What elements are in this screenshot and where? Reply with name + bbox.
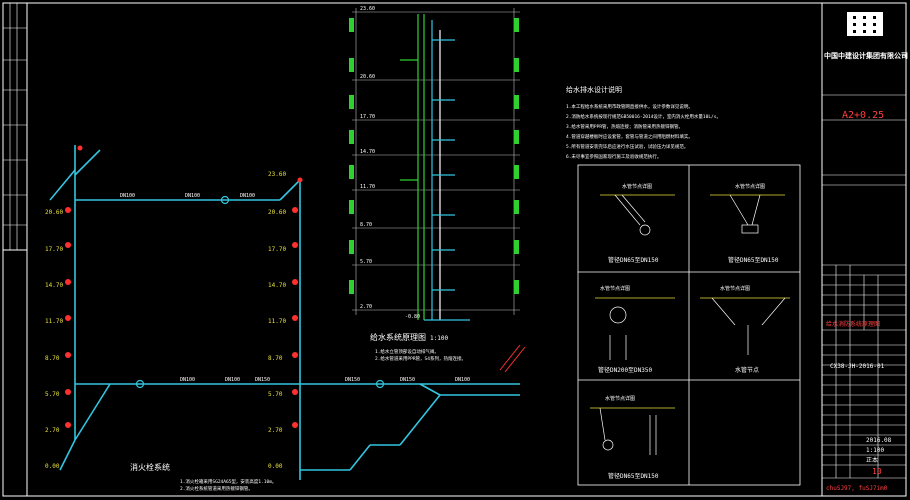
floor-grid — [352, 8, 520, 315]
note-line: 1.本工程给水系统采用市政管网直接供水，设计参数详见说明。 — [566, 103, 693, 110]
detail-sketches — [590, 194, 790, 455]
elevation-label: 8.70 — [45, 355, 60, 362]
detail-header: 水管节点详图 — [735, 183, 765, 190]
note-line: 5.所有管道安装完毕后应进行水压试验，试验压力详见规范。 — [566, 143, 688, 150]
riser-elevations: 23.60 20.60 17.70 14.70 11.70 8.70 5.70 … — [360, 6, 420, 320]
detail-title: 管径DN65至DN150 — [608, 472, 659, 480]
elevation-label: 0.00 — [268, 463, 283, 470]
elevation-label: 23.60 — [268, 171, 286, 178]
detail-title: 水管节点 — [735, 366, 759, 374]
left-strip-table — [3, 3, 27, 250]
note-line: 3.给水管采用PPR管，热熔连接；消防管采用热镀锌钢管。 — [566, 123, 683, 130]
pipe-label: DN100 — [225, 377, 240, 383]
floor-markers — [349, 18, 519, 294]
red-note: chuSJ97, fuSJ7im0 — [826, 485, 888, 492]
elevation-label: 8.70 — [360, 222, 372, 228]
water-system-title: 给水系统原理图 — [370, 332, 426, 342]
fire-hydrant-markers — [65, 145, 385, 428]
notes-title: 给水排水设计说明 — [566, 85, 622, 94]
elevation-label: 11.70 — [45, 318, 63, 325]
detail-header: 水管节点详图 — [622, 183, 652, 190]
detail-panels — [577, 164, 801, 486]
company-name: 中国中建设计集团有限公司 — [824, 51, 908, 60]
elevation-label: 20.60 — [268, 209, 286, 216]
pipe-label: DN100 — [180, 377, 195, 383]
note-line: 2.给水管道采用PPR管，S4系列，热熔连接。 — [375, 355, 466, 362]
pipe-label: DN100 — [455, 377, 470, 383]
elevation-label: 2.70 — [360, 304, 372, 310]
elevation-label: 14.70 — [268, 282, 286, 289]
detail-title: 管径DN200至DN350 — [598, 366, 653, 374]
elevation-label: 14.70 — [45, 282, 63, 289]
note-line: 1.给水立管顶部设自动排气阀。 — [375, 348, 439, 355]
detail-header: 水管节点详图 — [600, 285, 630, 292]
note-line: 6.未尽事宜参照国家现行施工及验收规范执行。 — [566, 153, 661, 160]
elevation-label: 5.70 — [268, 391, 283, 398]
elevation-label: 17.70 — [45, 246, 63, 253]
elevation-label: 0.00 — [45, 463, 60, 470]
elevation-label: 20.60 — [45, 209, 63, 216]
pipe-label: DN150 — [345, 377, 360, 383]
note-line: 4.管道穿越楼板时应设套管，套管与管道之间用阻燃材料填实。 — [566, 133, 693, 140]
elevation-label: 17.70 — [268, 246, 286, 253]
elevation-label: 11.70 — [360, 184, 375, 190]
pipe-size-labels: DN100 DN100 DN100 DN100 DN100 DN150 DN15… — [120, 193, 470, 383]
pipe-label: DN100 — [240, 193, 255, 199]
detail-title: 管径DN65至DN150 — [728, 256, 779, 264]
fire-system-pipes — [49, 145, 520, 480]
elevation-label: 5.70 — [45, 391, 60, 398]
title-block — [822, 94, 906, 479]
elevation-label: 23.60 — [360, 6, 375, 12]
pipe-label: DN150 — [400, 377, 415, 383]
pipe-label: DN100 — [120, 193, 135, 199]
detail-header: 水管节点详图 — [605, 395, 635, 402]
detail-headers: 水管节点详图 水管节点详图 水管节点详图 水管节点详图 水管节点详图 — [600, 183, 765, 402]
elevation-label: 8.70 — [268, 355, 283, 362]
note-line: 2.消防给水系统按现行规范GB50016-2014设计，室内消火栓用水量10L/… — [566, 113, 721, 120]
elevation-label: 5.70 — [360, 259, 372, 265]
design-notes: 1.本工程给水系统采用市政管网直接供水，设计参数详见说明。 2.消防给水系统按现… — [566, 103, 721, 160]
drawing-number: CX38-JH-2016-01 — [830, 363, 885, 370]
stamp-label: 正本 — [866, 456, 878, 464]
note-line: 1.消火栓箱采用SG24A65型，安装高度1.10m。 — [180, 478, 276, 485]
right-elevation-labels: 23.60 20.60 17.70 14.70 11.70 8.70 5.70 … — [268, 171, 286, 470]
drawing-scale: 1:100 — [866, 447, 884, 454]
fire-system-title: 消火栓系统 — [130, 462, 170, 472]
sheet-size: A2+0.25 — [842, 110, 884, 121]
elevation-label: 2.70 — [45, 427, 60, 434]
water-notes: 1.给水立管顶部设自动排气阀。 2.给水管道采用PPR管，S4系列，热熔连接。 — [375, 348, 466, 362]
fire-notes: 1.消火栓箱采用SG24A65型，安装高度1.10m。 2.消火栓系统管道采用热… — [180, 478, 276, 492]
detail-header: 水管节点详图 — [720, 285, 750, 292]
note-line: 2.消火栓系统管道采用热镀锌钢管。 — [180, 485, 253, 492]
water-risers — [400, 14, 470, 321]
elevation-label: 11.70 — [268, 318, 286, 325]
elevation-label: 17.70 — [360, 114, 375, 120]
pipe-label: DN100 — [185, 193, 200, 199]
drawing-title: 给水消防系统原理图 — [826, 320, 880, 328]
elevation-label: 2.70 — [268, 427, 283, 434]
drawing-date: 2016.08 — [866, 437, 892, 444]
pipe-label: DN150 — [255, 377, 270, 383]
left-elevation-labels: 20.60 17.70 14.70 11.70 8.70 5.70 2.70 0… — [45, 209, 63, 470]
detail-title: 管径DN65至DN150 — [608, 256, 659, 264]
company-logo — [847, 12, 883, 36]
sheet-number: 10 — [872, 467, 882, 476]
elevation-label: 14.70 — [360, 149, 375, 155]
water-system-scale: 1:100 — [430, 335, 448, 342]
elevation-label: -0.80 — [405, 314, 420, 320]
red-callout — [499, 344, 526, 373]
elevation-label: 20.60 — [360, 74, 375, 80]
detail-titles: 管径DN65至DN150 管径DN65至DN150 管径DN200至DN350 … — [598, 256, 779, 480]
